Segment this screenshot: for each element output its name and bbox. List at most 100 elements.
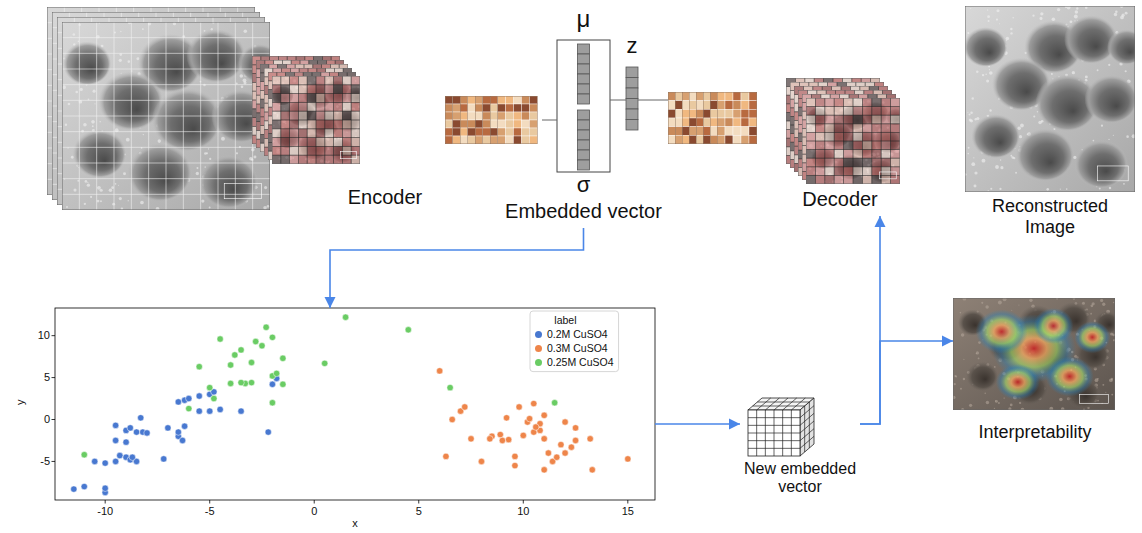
- feature-map-stack-part-part: [476, 96, 484, 104]
- feature-map-stack-part-part: [453, 136, 461, 144]
- micrograph-part: [316, 146, 325, 155]
- feature-map-stack-part-part: [696, 92, 704, 101]
- micrograph-part: [307, 138, 316, 147]
- micrograph-part: [325, 102, 334, 111]
- micrograph-part: [273, 138, 282, 147]
- micrograph-part: [299, 103, 308, 112]
- feature-map-stack-part-part: [514, 120, 522, 128]
- micrograph-part: [290, 102, 299, 111]
- micrograph-part: [78, 41, 80, 43]
- feature-map-stack-part-part: [514, 104, 522, 112]
- feature-map-stack-part-part: [682, 109, 690, 118]
- feature-map-stack-part: [682, 92, 722, 144]
- micrograph-part: [264, 68, 352, 156]
- feature-map-stack-part-part: [453, 128, 461, 136]
- feature-map-stack-part-part: [696, 118, 704, 127]
- micrograph-part: [342, 120, 351, 129]
- micrograph-part: [307, 111, 316, 120]
- feature-map-stack-part-part: [506, 136, 514, 144]
- feature-map-stack-part-part: [741, 135, 749, 144]
- micrograph-part: [351, 155, 360, 164]
- micrograph-part: [351, 102, 360, 111]
- feature-map-stack-part-part: [682, 101, 690, 110]
- micrograph-part: [290, 146, 299, 155]
- micrograph-part: [273, 121, 282, 130]
- feature-map-stack-part-part: [718, 101, 726, 110]
- micrograph-part: [325, 129, 334, 138]
- feature-map-stack-part-part: [668, 135, 676, 144]
- micrograph-part: [317, 103, 326, 112]
- micrograph-part: [186, 29, 245, 83]
- micrograph-part: [334, 76, 343, 85]
- feature-map-stack-part-part: [696, 135, 704, 144]
- feature-map-stack-part: [668, 92, 708, 144]
- feature-map-stack-part-part: [522, 104, 530, 112]
- micrograph-part: [109, 188, 113, 192]
- micrograph-part: [298, 155, 307, 164]
- micrograph-part: [273, 103, 282, 112]
- feature-map-stack-part-part: [668, 92, 708, 144]
- micrograph-part: [317, 138, 326, 147]
- micrograph-part: [62, 131, 270, 132]
- feature-map-stack-part-part: [675, 127, 683, 136]
- micrograph-part: [128, 60, 131, 63]
- micrograph-part: [351, 94, 360, 103]
- feature-map-stack-part-part: [445, 120, 453, 128]
- micrograph-part: [290, 94, 299, 103]
- micrograph-part: [196, 167, 198, 169]
- micrograph-part: [325, 85, 334, 94]
- feature-map-stack-part-part: [742, 101, 750, 110]
- micrograph-part: [324, 76, 325, 164]
- feature-map-stack-part-part: [725, 109, 733, 118]
- feature-map-stack-part-part: [675, 135, 683, 144]
- micrograph: [61, 21, 281, 211]
- feature-map-stack-part-part: [689, 92, 729, 144]
- feature-map-stack-part-part: [506, 120, 514, 128]
- feature-map-stack-part: [689, 92, 729, 144]
- micrograph-part: [272, 120, 360, 121]
- micrograph-part: [264, 186, 267, 189]
- feature-map-stack-part-part: [710, 127, 718, 136]
- feature-map-stack-part-part: [490, 96, 498, 104]
- micrograph-part: [334, 103, 343, 112]
- feature-map-stack-part-part: [507, 136, 515, 144]
- micrograph-part: [308, 130, 317, 139]
- feature-map-stack-part-part: [483, 136, 491, 144]
- micrograph-part: [290, 111, 299, 120]
- feature-map-stack-part-part: [682, 127, 690, 136]
- feature-map-stack-part-part: [530, 128, 538, 136]
- micrograph-part: [290, 112, 299, 121]
- micrograph-part: [326, 121, 335, 130]
- micrograph-part: [281, 76, 290, 85]
- feature-map-stack-part-part: [742, 135, 750, 144]
- feature-map-stack-part-part: [468, 120, 476, 128]
- micrograph-part: [90, 196, 92, 198]
- feature-map-stack-part-part: [499, 112, 507, 120]
- feature-map-stack-part-part: [749, 101, 757, 110]
- feature-map-stack-part-part: [710, 109, 718, 118]
- micrograph-part: [326, 147, 335, 156]
- micrograph-part: [299, 94, 308, 103]
- feature-map-stack-part: [460, 96, 500, 144]
- micrograph-part: [790, 82, 884, 168]
- feature-map-stack-part-part: [718, 118, 726, 127]
- feature-map-stack-part-part: [461, 104, 469, 112]
- feature-map-stack-part-part: [483, 112, 491, 120]
- feature-map-stack-part-part: [733, 127, 741, 136]
- micrograph-part: [307, 155, 316, 164]
- micrograph-part: [317, 86, 326, 95]
- micrograph-part: [142, 28, 144, 30]
- micrograph-part: [62, 163, 270, 164]
- micrograph-part: [334, 86, 343, 95]
- micrograph-part: [115, 183, 117, 185]
- micrograph-part: [208, 148, 209, 149]
- micrograph-part: [156, 207, 160, 211]
- feature-map-stack-part-part: [499, 136, 507, 144]
- feature-map-stack-part-part: [506, 128, 514, 136]
- micrograph-part: [62, 85, 66, 89]
- feature-map-stack-part-part: [733, 118, 741, 127]
- micrograph-part: [281, 85, 290, 94]
- micrograph-part: [281, 129, 290, 138]
- feature-map-stack-part-part: [515, 136, 523, 144]
